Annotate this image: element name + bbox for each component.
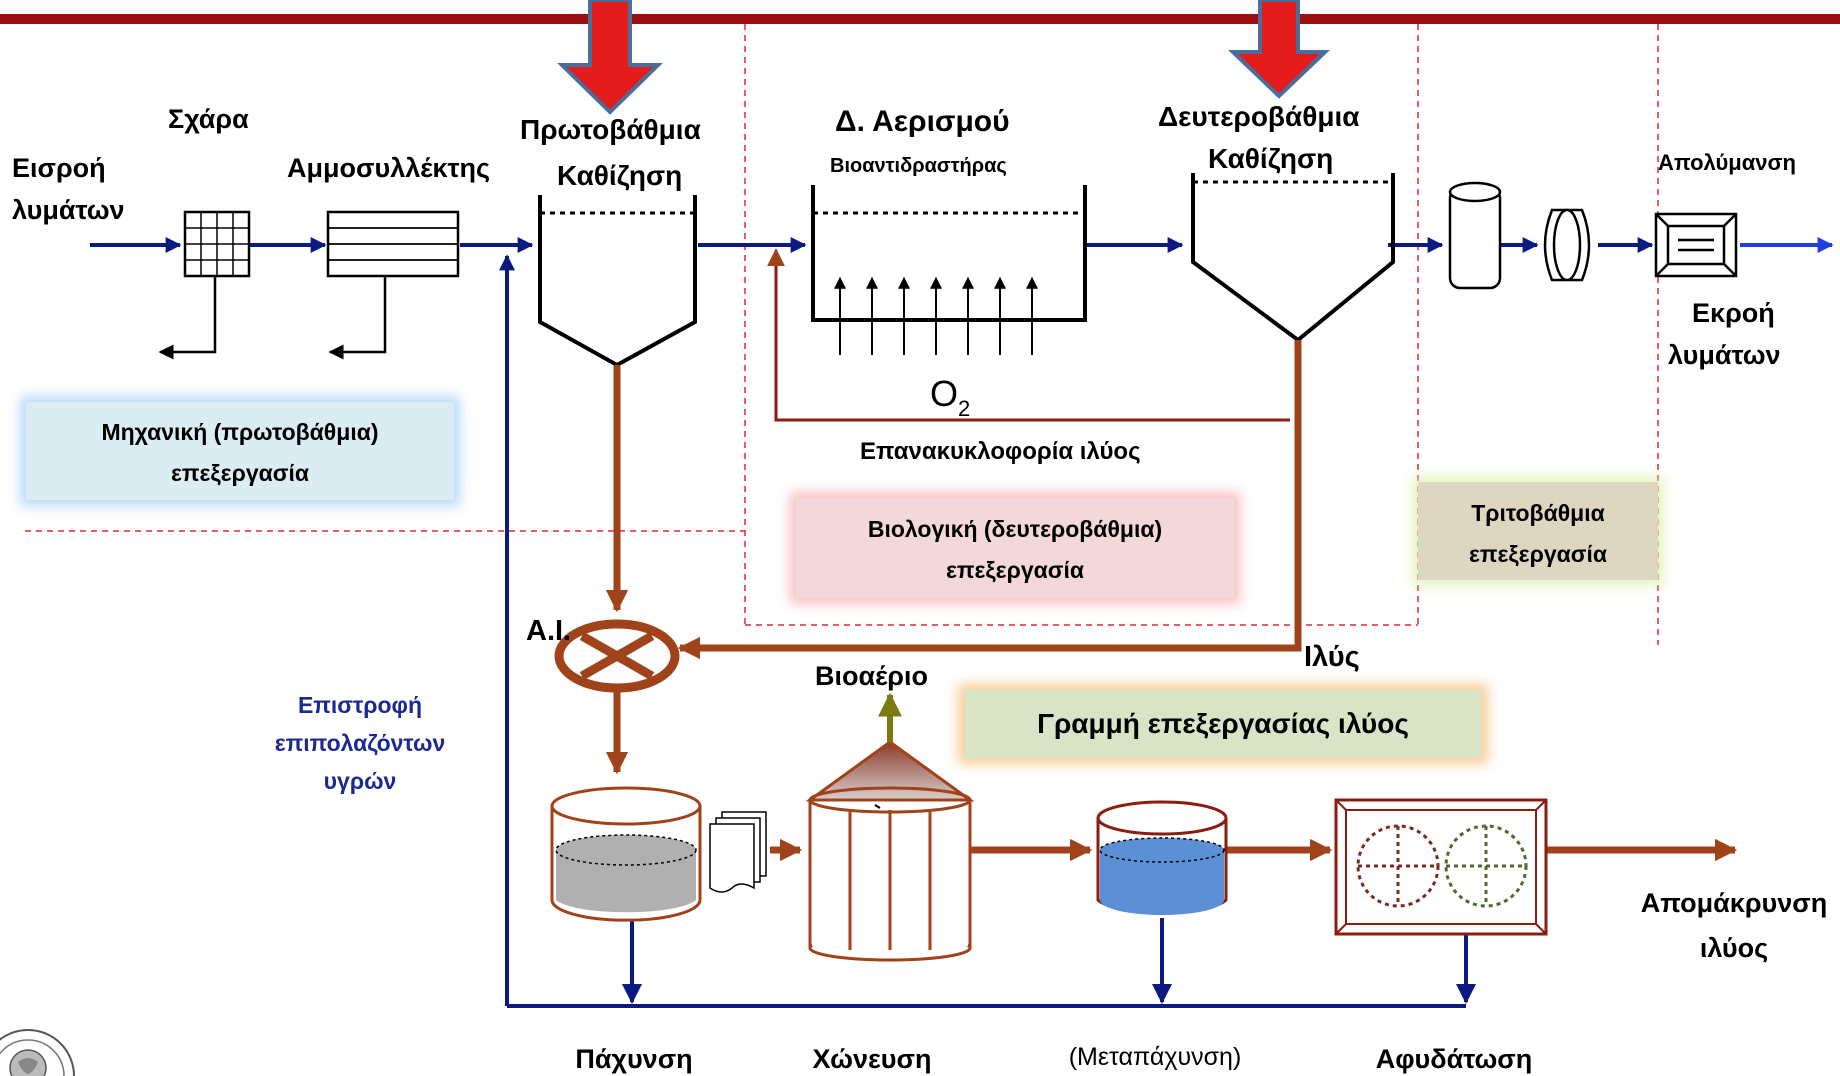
uv-unit-icon (1654, 212, 1738, 278)
down-arrow-icon (1228, 0, 1330, 99)
return-label-2: επιπολαζόντων (275, 730, 446, 756)
primary-label-2: Καθίζηση (557, 160, 682, 191)
inflow-label-2: λυμάτων (12, 195, 125, 225)
sludge-line-box-group (958, 684, 1488, 764)
documents-icon (709, 811, 767, 893)
oxygen-label: O2 (930, 373, 970, 421)
grit-chamber-icon (326, 210, 460, 278)
biological-box-text-1: Βιολογική (δευτεροβάθμια) (868, 516, 1162, 542)
thickener-tank-icon (550, 786, 702, 922)
sludge-line-box (965, 690, 1481, 758)
mechanical-box-text-1: Μηχανική (πρωτοβάθμια) (101, 419, 378, 445)
mechanical-box-text-2: επεξεργασία (171, 460, 309, 486)
secondary-clarifier (1191, 173, 1395, 343)
lens-filter-icon (1543, 208, 1591, 282)
outflow-label-1: Εκροή (1692, 298, 1775, 328)
cylinder-filter-icon (1448, 181, 1502, 290)
tertiary-box-text-2: επεξεργασία (1469, 541, 1607, 567)
screenings-discharge (158, 275, 387, 360)
sludge-removal-label-1: Απομάκρυνση (1641, 888, 1827, 918)
primary-clarifier (538, 195, 697, 368)
primary-label-1: Πρωτοβάθμια (520, 114, 701, 145)
post-thickening-label: (Μεταπάχυνση) (1069, 1043, 1242, 1071)
ai-label: Α.Ι. (526, 615, 571, 647)
aeration-label: Δ. Αερισμού (835, 105, 1010, 138)
screen-label: Σχάρα (168, 104, 249, 134)
tertiary-box-text-1: Τριτοβάθμια (1471, 500, 1605, 526)
disinfection-label: Απολύμανση (1658, 150, 1796, 175)
sludge-label: Ιλύς (1304, 641, 1360, 673)
grid-screen-icon (183, 210, 251, 278)
secondary-label-1: Δευτεροβάθμια (1158, 101, 1359, 132)
secondary-label-2: Καθίζηση (1208, 143, 1333, 174)
filter-press-icon (1334, 798, 1548, 936)
aeration-tank (811, 185, 1087, 355)
recirculation-line (767, 248, 1290, 422)
tertiary-treatment-box (1418, 482, 1658, 580)
grit-label: Αμμοσυλλέκτης (287, 153, 490, 183)
dewatering-label: Αφυδάτωση (1376, 1044, 1533, 1074)
water-line (90, 237, 1654, 1008)
oxygen-subscript: 2 (958, 396, 970, 421)
sludge-line-box-text: Γραμμή επεξεργασίας ιλύος (1037, 708, 1409, 739)
down-arrow-icon (557, 0, 663, 115)
return-label-3: υγρών (324, 768, 397, 794)
valve-wheel-icon (554, 619, 680, 693)
biogas-label: Βιοαέριο (815, 661, 928, 691)
digestion-label: Χώνευση (813, 1044, 932, 1074)
digester-tank-icon (805, 740, 975, 962)
return-label-1: Επιστροφή (298, 692, 422, 718)
recirculation-label: Επανακυκλοφορία ιλύος (860, 438, 1141, 465)
biological-treatment-box (796, 498, 1234, 598)
mechanical-treatment-box (26, 402, 454, 500)
inflow-label-1: Εισροή (12, 153, 106, 183)
outflow-label-2: λυμάτων (1668, 340, 1781, 370)
university-seal-icon (0, 1029, 75, 1076)
biological-box-group (790, 492, 1240, 604)
bioreactor-label: Βιοαντιδραστήρας (830, 155, 1007, 177)
top-bar (0, 14, 1840, 24)
mechanical-box-group (20, 396, 460, 506)
biological-box-text-2: επεξεργασία (946, 557, 1084, 583)
thickening-label: Πάχυνση (575, 1044, 692, 1074)
tertiary-box-group (1412, 476, 1664, 586)
sludge-line (605, 340, 1738, 862)
sludge-removal-label-2: ιλύος (1700, 933, 1768, 963)
post-thickener-tank-icon (1096, 800, 1228, 915)
